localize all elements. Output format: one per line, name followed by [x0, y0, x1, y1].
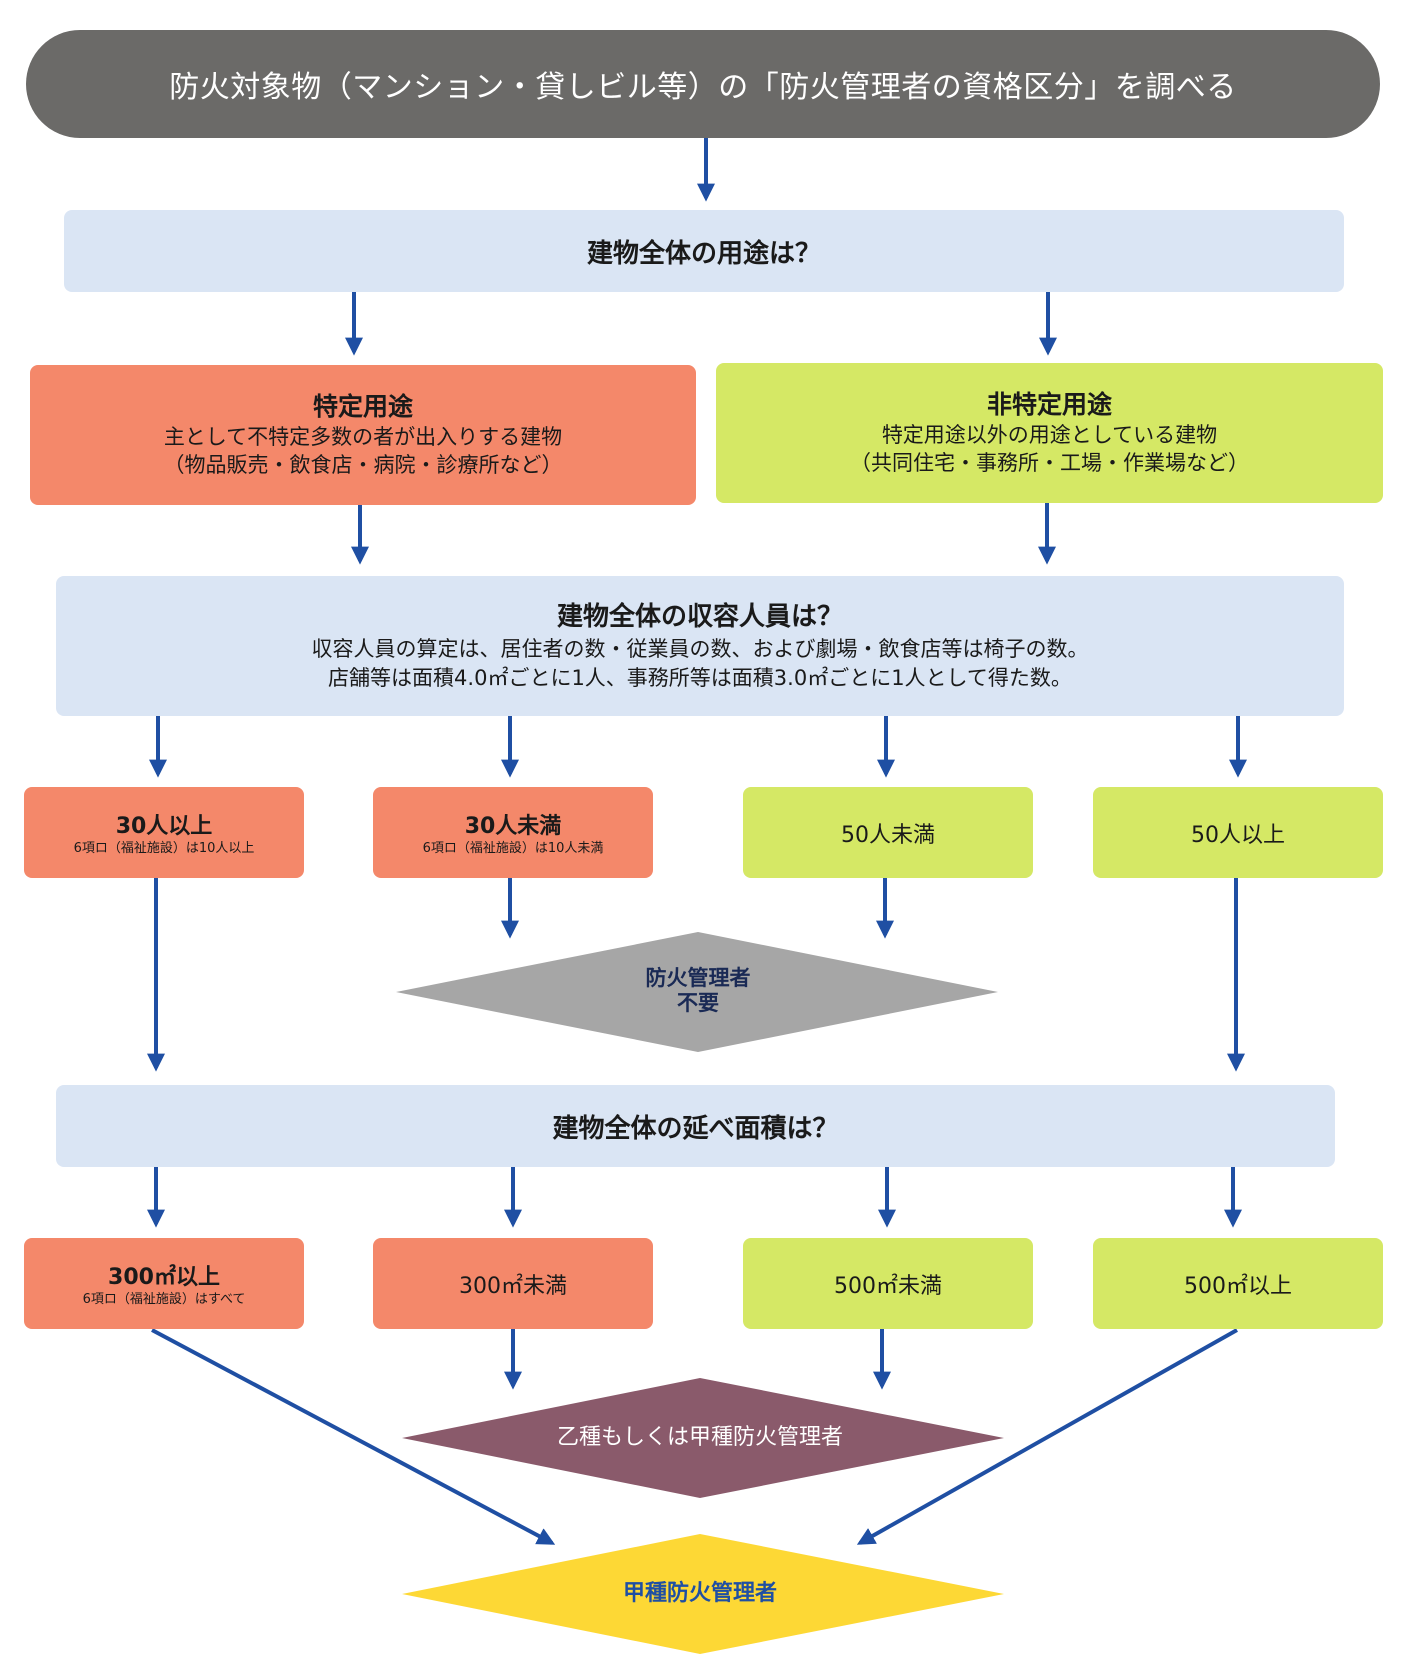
occupancy-under-50: 50人未満 — [743, 787, 1033, 878]
not-required-label: 防火管理者 不要 — [548, 966, 848, 1016]
question-occupancy-title: 建物全体の収容人員は？ — [556, 602, 843, 632]
occupancy-30-or-more: 30人以上 6項ロ（福祉施設）は10人以上 — [24, 787, 304, 878]
occupancy-label: 50人以上 — [1191, 822, 1285, 848]
otsu-or-ko-text: 乙種もしくは甲種防火管理者 — [556, 1425, 843, 1450]
not-required-diamond — [396, 932, 998, 1052]
area-500-or-more: 500㎡以上 — [1093, 1238, 1383, 1329]
specific-use-examples: （物品販売・飲食店・病院・診療所など） — [163, 453, 563, 477]
question-occupancy: 建物全体の収容人員は？ 収容人員の算定は、居住者の数・従業員の数、および劇場・飲… — [56, 576, 1344, 716]
question-usage-text: 建物全体の用途は？ — [586, 238, 821, 269]
area-note: 6項ロ（福祉施設）はすべて — [82, 1291, 246, 1307]
specific-use-title: 特定用途 — [312, 392, 413, 421]
otsu-or-ko-label: 乙種もしくは甲種防火管理者 — [450, 1424, 950, 1452]
header-title-text: 防火対象物（マンション・貸しビル等）の「防火管理者の資格区分」を調べる — [169, 70, 1237, 105]
nonspecific-use-examples: （共同住宅・事務所・工場・作業場など） — [850, 451, 1249, 475]
question-floor-area: 建物全体の延べ面積は？ — [56, 1085, 1335, 1167]
occupancy-under-30: 30人未満 6項ロ（福祉施設）は10人未満 — [373, 787, 653, 878]
area-300-or-more: 300㎡以上 6項ロ（福祉施設）はすべて — [24, 1238, 304, 1329]
occupancy-note: 6項ロ（福祉施設）は10人未満 — [422, 840, 604, 856]
arrow-area1-to-ko — [151, 1328, 556, 1545]
question-floor-area-text: 建物全体の延べ面積は？ — [552, 1113, 839, 1144]
not-required-line-1: 防火管理者 — [645, 966, 751, 990]
specific-use-box: 特定用途 主として不特定多数の者が出入りする建物 （物品販売・飲食店・病院・診療… — [30, 365, 696, 505]
occupancy-50-or-more: 50人以上 — [1093, 787, 1383, 878]
area-label: 300㎡以上 — [108, 1264, 220, 1290]
otsu-or-ko-diamond — [402, 1378, 1004, 1498]
area-label: 500㎡未満 — [834, 1273, 942, 1299]
ko-diamond — [402, 1534, 1004, 1654]
occupancy-label: 30人未満 — [464, 813, 562, 839]
question-occupancy-note-1: 収容人員の算定は、居住者の数・従業員の数、および劇場・飲食店等は椅子の数。 — [311, 637, 1089, 661]
area-label: 300㎡未満 — [459, 1273, 567, 1299]
area-under-500: 500㎡未満 — [743, 1238, 1033, 1329]
specific-use-desc: 主として不特定多数の者が出入りする建物 — [163, 425, 563, 449]
header-title: 防火対象物（マンション・貸しビル等）の「防火管理者の資格区分」を調べる — [26, 30, 1380, 138]
nonspecific-use-title: 非特定用途 — [986, 390, 1112, 419]
area-under-300: 300㎡未満 — [373, 1238, 653, 1329]
occupancy-label: 30人以上 — [115, 813, 213, 839]
occupancy-note: 6項ロ（福祉施設）は10人以上 — [73, 840, 255, 856]
nonspecific-use-box: 非特定用途 特定用途以外の用途としている建物 （共同住宅・事務所・工場・作業場な… — [716, 363, 1383, 503]
occupancy-label: 50人未満 — [841, 822, 935, 848]
area-label: 500㎡以上 — [1184, 1273, 1292, 1299]
nonspecific-use-desc: 特定用途以外の用途としている建物 — [881, 423, 1218, 447]
arrow-area4-to-ko — [856, 1328, 1238, 1545]
ko-text: 甲種防火管理者 — [622, 1581, 777, 1606]
ko-label: 甲種防火管理者 — [450, 1580, 950, 1608]
question-occupancy-note-2: 店舗等は面積4.0㎡ごとに1人、事務所等は面積3.0㎡ごとに1人として得た数。 — [328, 666, 1072, 690]
not-required-line-2: 不要 — [677, 991, 719, 1015]
question-usage: 建物全体の用途は？ — [64, 210, 1344, 292]
